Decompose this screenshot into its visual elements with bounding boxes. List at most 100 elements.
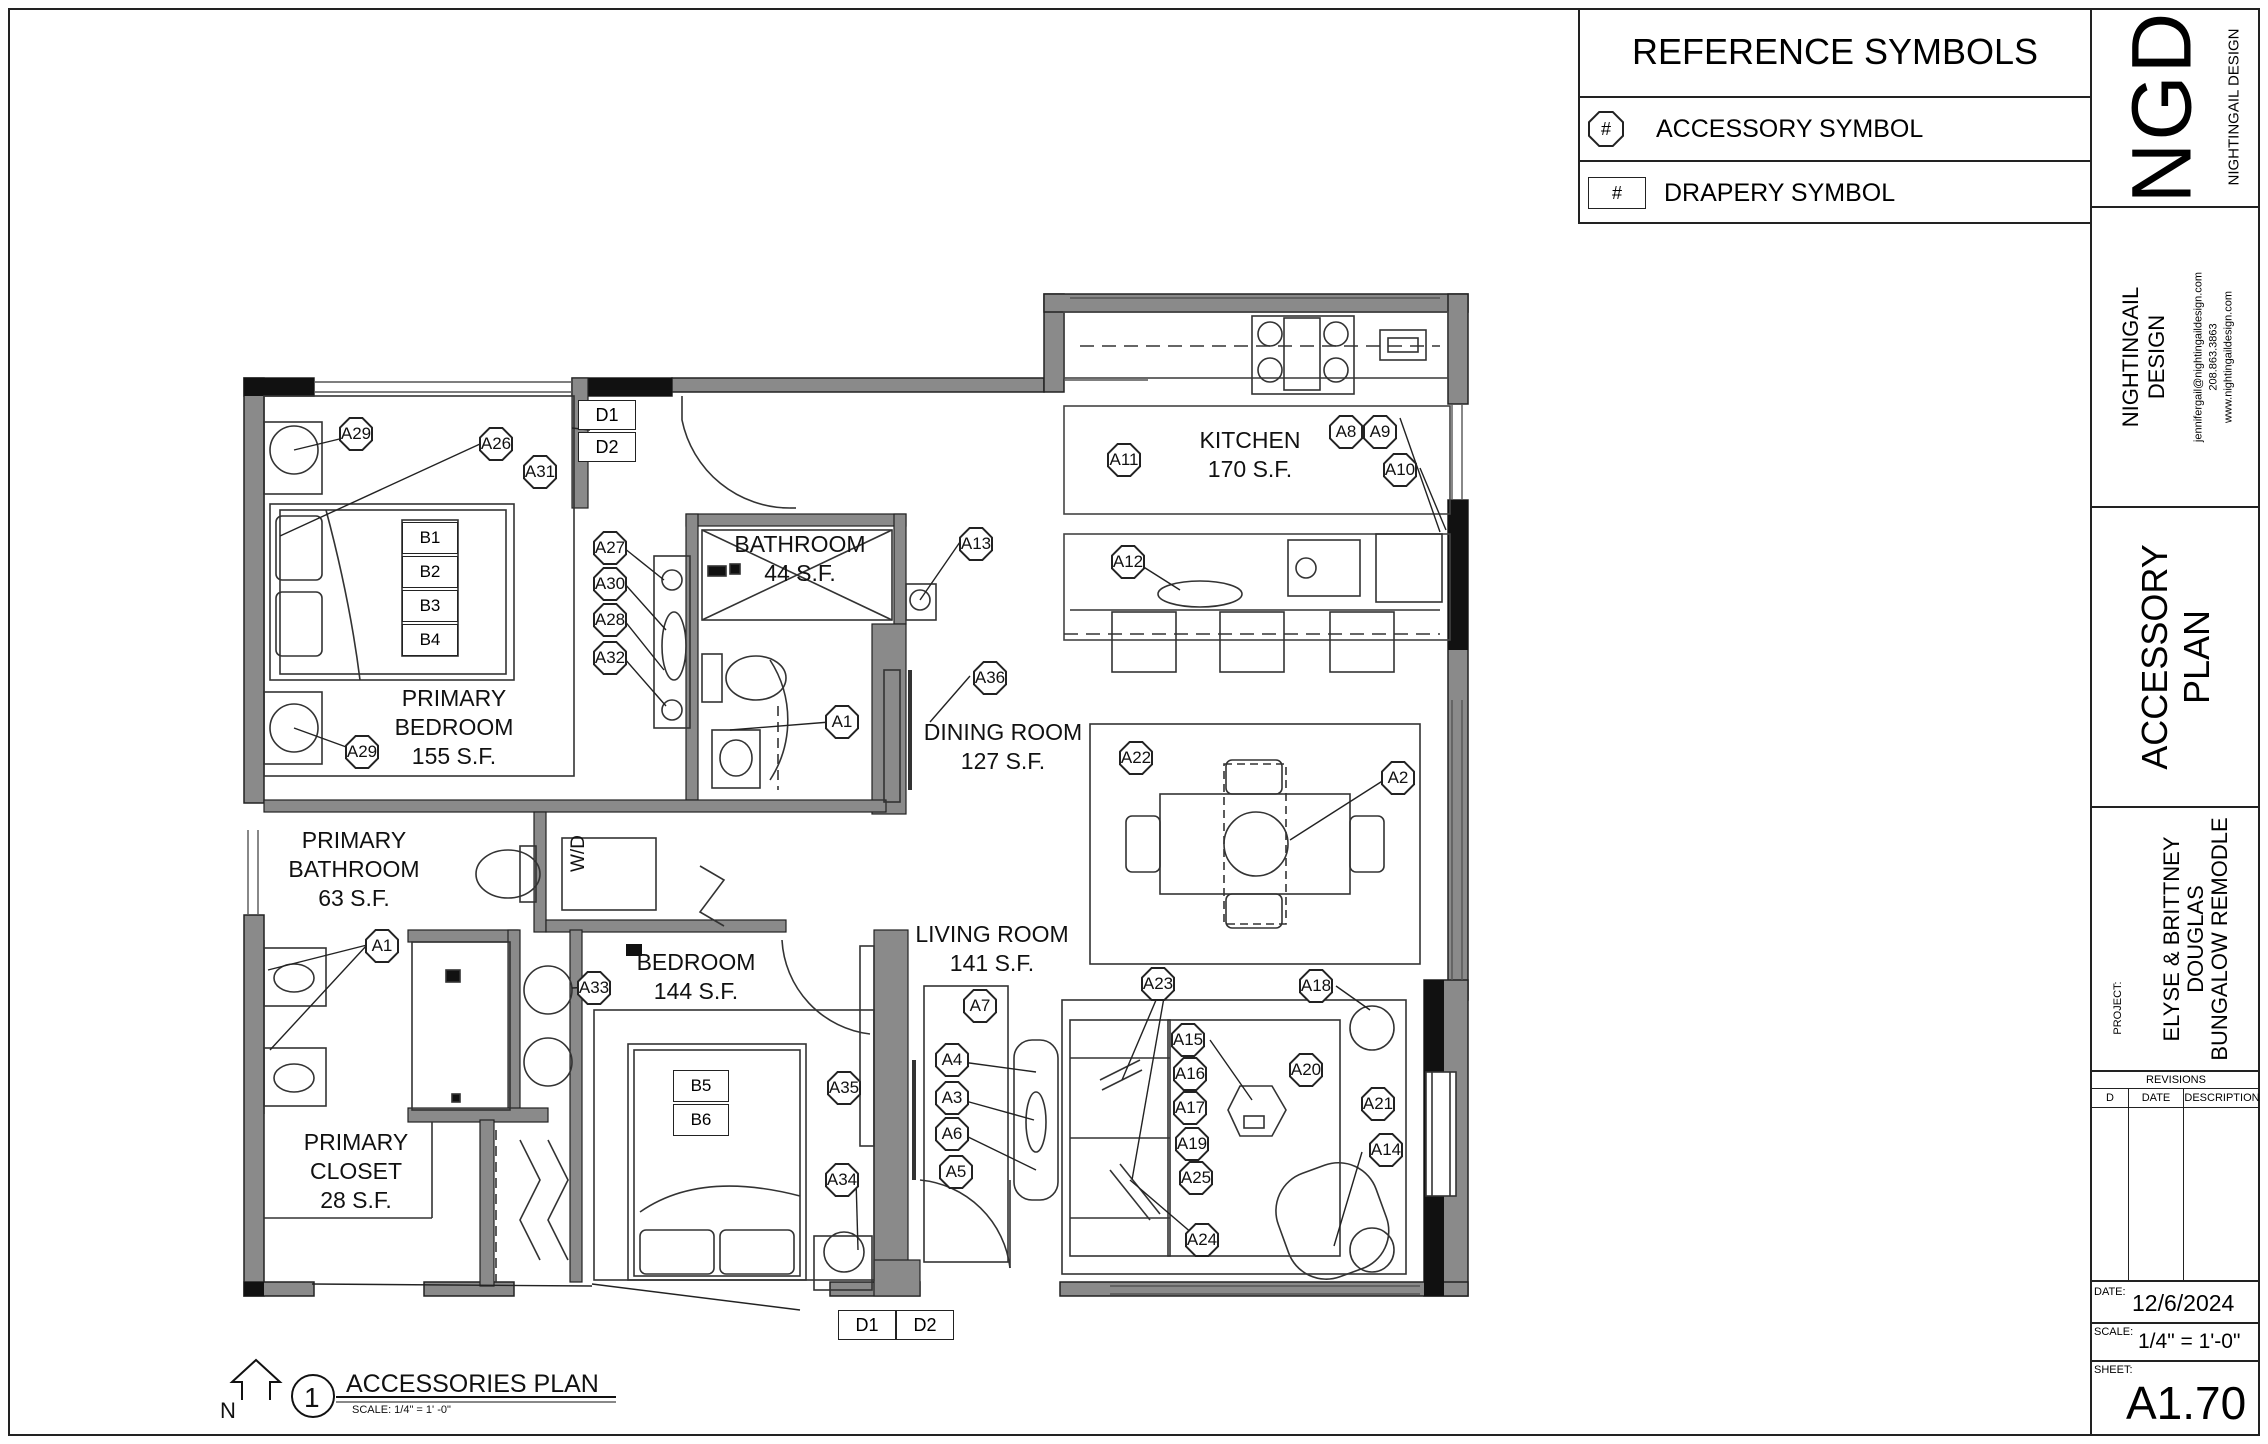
accessory-tag-label: A34 [827,1165,857,1195]
accessory-tag: A2 [1381,761,1415,795]
sheet-number-cell: SHEET: A1.70 [2092,1362,2260,1434]
company-phone: 208.863.3863 [2207,323,2220,391]
company-email: jennifergail@nightingaildesign.com [2192,271,2205,443]
revisions-col-date: DATE [2129,1089,2184,1107]
room-name: PRIMARY [401,685,507,711]
bed-tag-label: B5 [690,1076,712,1095]
accessory-tag: A8 [1329,415,1363,449]
accessory-tag: A11 [1107,443,1141,477]
accessory-tag: A31 [523,455,557,489]
accessory-tag-label: A26 [481,429,511,459]
accessory-tag-label: A10 [1385,455,1415,485]
drapery-box-icon: # [1588,177,1646,209]
accessory-tag-label: A16 [1175,1059,1205,1089]
accessory-tag-label: A14 [1371,1135,1401,1165]
bed-tag-b2: B2 [402,556,458,588]
accessory-tag-label: A6 [937,1119,967,1149]
accessory-tag-label: A15 [1173,1025,1203,1055]
accessory-tag: A7 [963,989,997,1023]
drapery-tag-label: D1 [595,404,619,425]
project-line: ELYSE & BRITTNEY [2159,836,2184,1042]
room-name: BATHROOM [288,856,420,882]
room-name: BATHROOM [734,531,866,557]
accessory-tag-label: A8 [1331,417,1361,447]
reference-title: REFERENCE SYMBOLS [1580,8,2090,98]
accessory-tag-label: A25 [1181,1163,1211,1193]
company-name-line: NIGHTINGAIL [2118,286,2143,428]
accessory-tag-label: A31 [525,457,555,487]
room-area: 44 S.F. [764,560,836,586]
accessory-tag: A13 [959,527,993,561]
room-bathroom: BATHROOM 44 S.F. [734,530,865,588]
accessory-tag-label: A3 [937,1083,967,1113]
sheet-number: A1.70 [2126,1377,2247,1429]
room-area: 155 S.F. [411,743,497,769]
accessory-tag-label: A9 [1365,417,1395,447]
accessory-tag: A12 [1111,545,1145,579]
revisions-title: REVISIONS [2092,1072,2260,1089]
bed-tag-label: B4 [419,630,441,649]
bed-tag-b4: B4 [402,624,458,656]
bed-tag-b6: B6 [673,1104,729,1136]
accessory-label: ACCESSORY SYMBOL [1656,114,1924,143]
accessory-tag-label: A2 [1383,763,1413,793]
accessory-tag-label: A13 [961,529,991,559]
accessory-tag: A26 [479,427,513,461]
room-name: CLOSET [309,1158,403,1184]
room-name: BEDROOM [636,949,756,975]
room-name: KITCHEN [1199,427,1301,453]
drapery-tag-d1-bottom: D1 [838,1310,896,1340]
accessory-tag-label: A4 [937,1045,967,1075]
accessory-tag-label: A5 [941,1157,971,1187]
sheet-border [8,8,2260,1436]
project-label: PROJECT: [2112,981,2124,1035]
accessory-tag: A4 [935,1043,969,1077]
accessory-tag: A5 [939,1155,973,1189]
accessory-tag: A20 [1289,1053,1323,1087]
date-cell: DATE: 12/6/2024 [2092,1282,2260,1324]
accessory-tag-label: A19 [1177,1129,1207,1159]
accessory-tag-label: A24 [1187,1225,1217,1255]
sheet-title-line: PLAN [2176,609,2217,705]
accessory-tag: A6 [935,1117,969,1151]
revisions-cell: REVISIONS D DATE DESCRIPTION [2092,1072,2260,1282]
bed-tag-label: B2 [419,562,441,581]
sheet-label: SHEET: [2094,1364,2133,1376]
reference-symbols: REFERENCE SYMBOLS # ACCESSORY SYMBOL # D… [1578,8,2092,224]
sheet-title-line: ACCESSORY [2134,544,2175,770]
drapery-tag-d2-top: D2 [578,432,636,462]
drawing-number: 1 [304,1382,320,1413]
scale-label: SCALE: [2094,1326,2134,1338]
washer-dryer-label: W/D [568,835,589,872]
room-area: 28 S.F. [320,1187,392,1213]
company-website: www.nightingaildesign.com [2222,290,2235,424]
project-line: DOUGLAS [2183,885,2208,993]
room-area: 141 S.F. [949,950,1035,976]
accessory-tag: A25 [1179,1161,1213,1195]
accessory-tag: A36 [973,661,1007,695]
revisions-col-description: DESCRIPTION [2184,1092,2260,1104]
accessory-tag-label: A28 [595,605,625,635]
room-area: 63 S.F. [318,885,390,911]
accessory-tag-label: A29 [341,419,371,449]
accessory-tag-label: A35 [829,1073,859,1103]
accessory-tag: A18 [1299,969,1333,1003]
accessory-tag-label: A22 [1121,743,1151,773]
drapery-marker: # [1611,182,1622,203]
accessory-tag-label: A27 [595,533,625,563]
accessory-tag-label: A18 [1301,971,1331,1001]
accessory-tag-label: A12 [1113,547,1143,577]
accessory-tag: A33 [577,971,611,1005]
accessory-tag-label: A11 [1109,445,1139,475]
accessory-tag: A28 [593,603,627,637]
project-line: BUNGALOW REMODLE [2207,817,2232,1061]
bed-tag-label: B3 [419,596,441,615]
revisions-col-d: D [2092,1089,2129,1107]
